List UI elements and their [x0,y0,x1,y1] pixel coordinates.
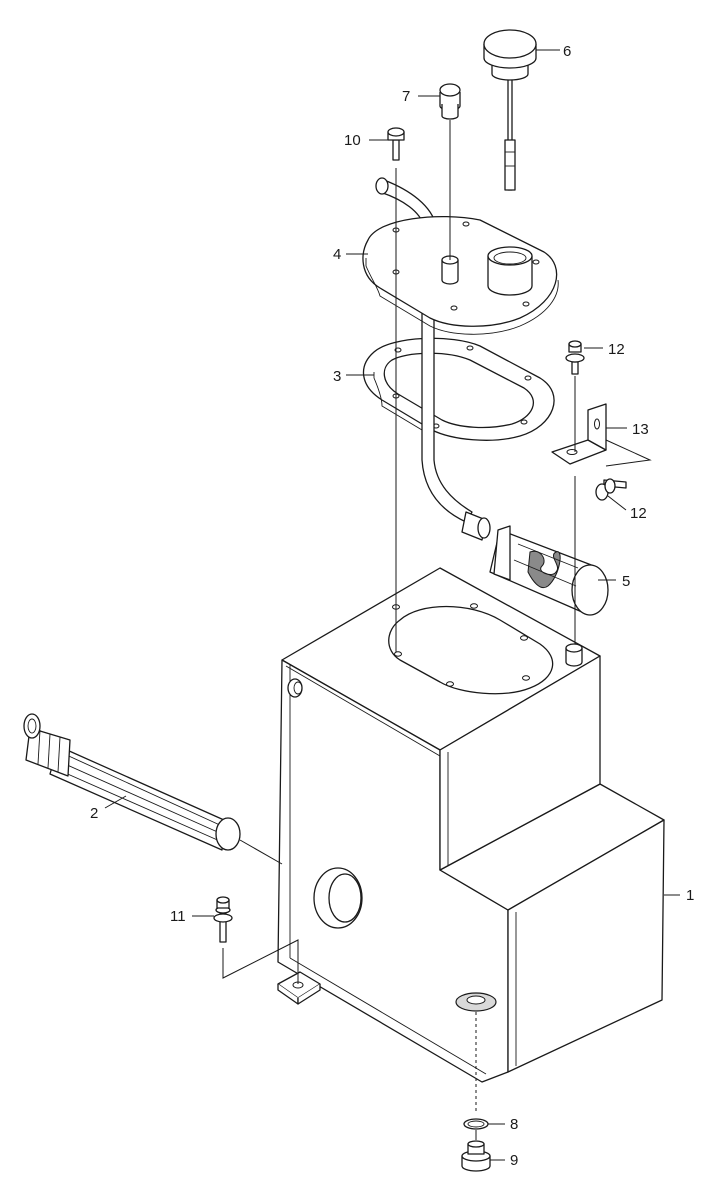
part-5-return-filter [461,511,609,616]
callout-1: 1 [686,887,694,904]
part-8-o-ring [463,1118,489,1130]
callout-6: 6 [563,43,571,60]
callout-12-upper: 12 [608,341,625,358]
callout-13: 13 [632,421,649,438]
assembly-lines [222,120,652,1140]
part-2-strainer [23,713,241,851]
callout-7: 7 [402,88,410,105]
part-9-drain-plug [461,1140,491,1172]
part-6-filler-cap [483,29,537,191]
callout-10: 10 [344,132,361,149]
callouts: 1 2 3 4 5 6 7 8 9 10 11 12 12 13 [90,43,694,1169]
callout-11: 11 [170,908,186,925]
callout-4: 4 [333,246,341,263]
part-11-bolt [213,896,233,943]
callout-12-lower: 12 [630,505,647,522]
leader-lines [104,49,680,1161]
callout-3: 3 [333,368,341,385]
part-1-tank [277,567,665,1083]
callout-5: 5 [622,573,630,590]
callout-2: 2 [90,805,98,822]
part-13-bracket [551,403,607,465]
callout-9: 9 [510,1152,518,1169]
callout-8: 8 [510,1116,518,1133]
part-3-gasket [362,337,555,441]
part-10-bolt [387,127,405,161]
part-7-breather [439,83,461,120]
part-12-bolts [565,340,627,501]
